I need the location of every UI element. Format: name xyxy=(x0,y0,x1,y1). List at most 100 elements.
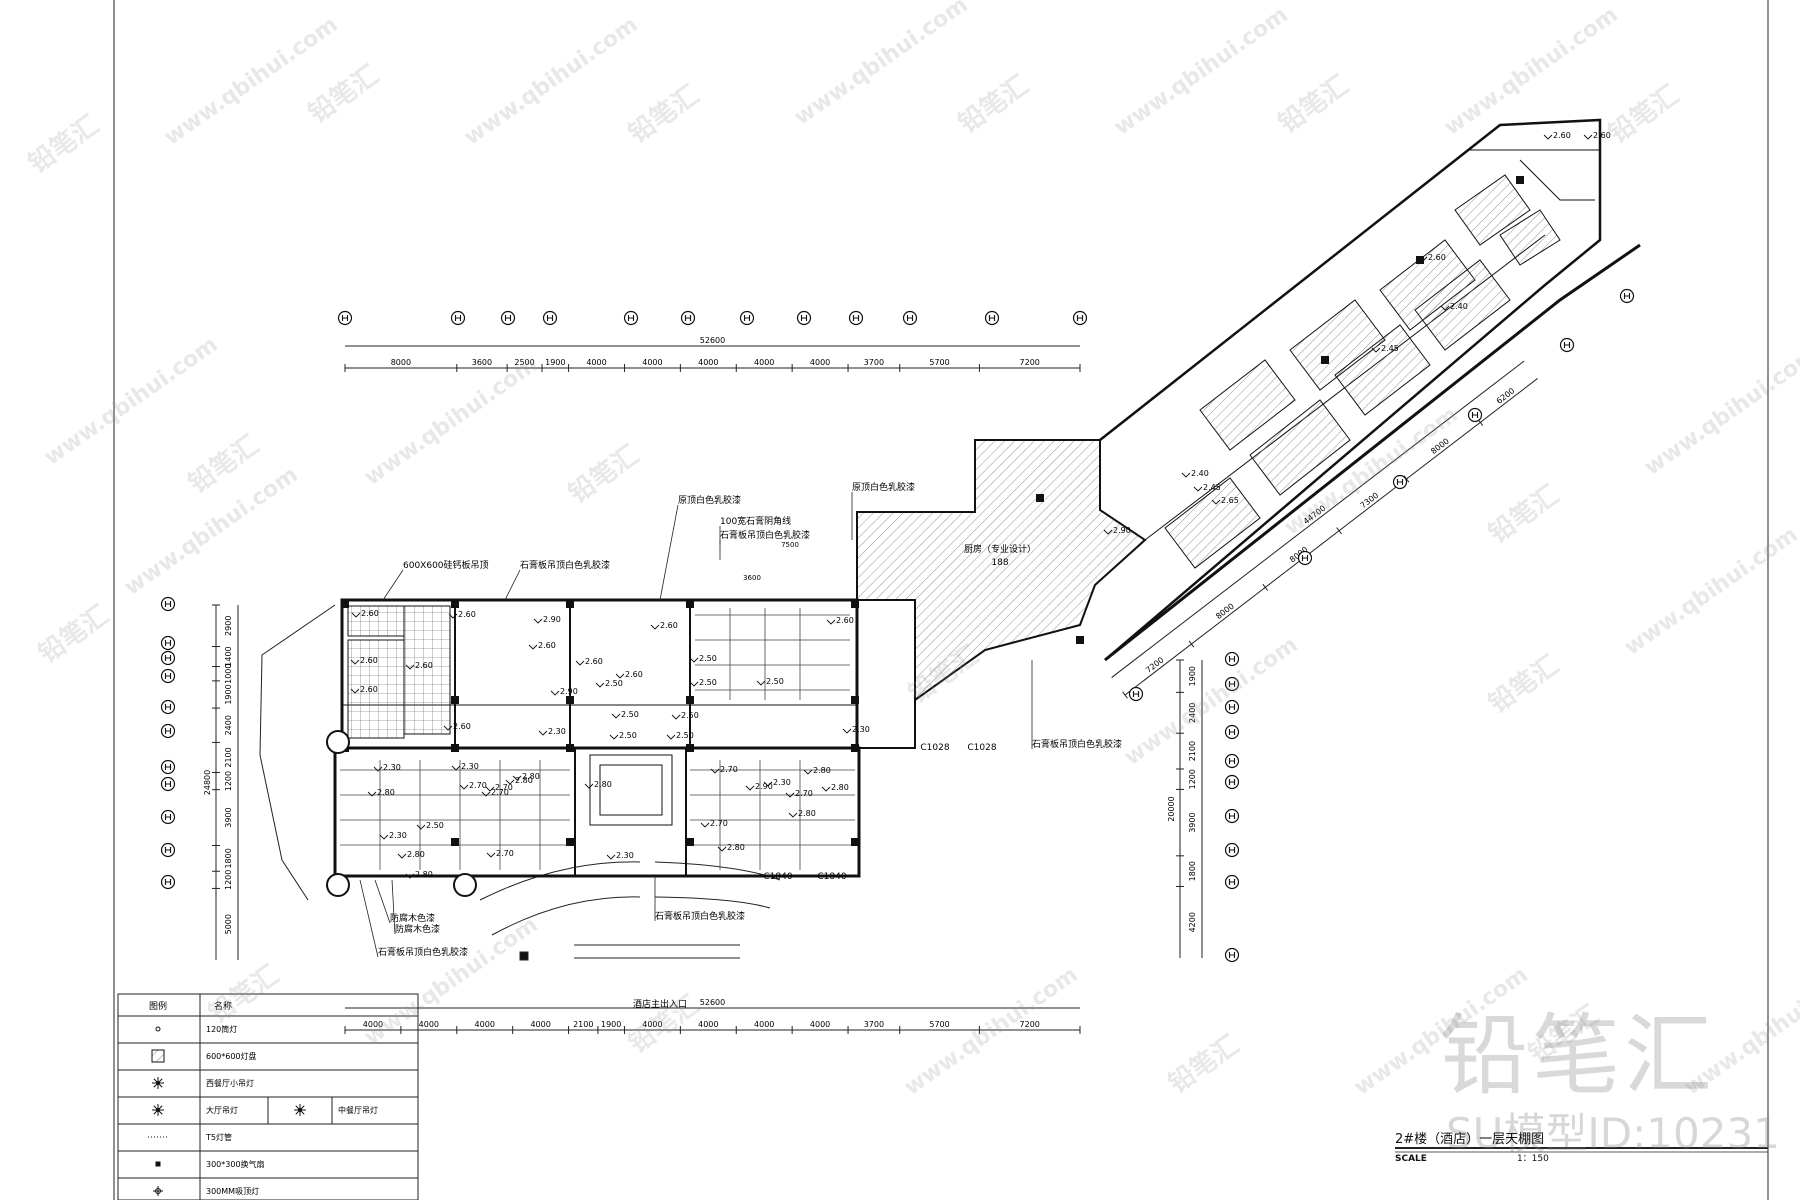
structural-column xyxy=(566,838,574,846)
annotation: 原顶白色乳胶漆 xyxy=(851,481,915,540)
ceiling-height-value: 2.60 xyxy=(625,670,643,679)
grid-axis-bubble xyxy=(1224,676,1240,692)
grid-axis-bubble xyxy=(1128,686,1144,702)
ceiling-height-mark: 2.80 xyxy=(821,783,849,792)
annotation: 石膏板吊顶白色乳胶漆 xyxy=(504,559,610,601)
ceiling-height-mark: 2.50 xyxy=(756,677,784,686)
structural-column xyxy=(451,600,459,608)
watermark-model-id: SU模型ID:10231 xyxy=(1446,1109,1780,1158)
grid-axis-bubble xyxy=(1072,310,1088,326)
ceiling-height-value: 2.60 xyxy=(585,657,603,666)
ceiling-height-value: 2.80 xyxy=(594,780,612,789)
grid-axis-bubble xyxy=(500,310,516,326)
ceiling-height-value: 2.50 xyxy=(619,731,637,740)
ceiling-height-value: 2.70 xyxy=(720,765,738,774)
ceiling-height-value: 2.60 xyxy=(361,609,379,618)
grid-axis-bubble xyxy=(623,310,639,326)
dimension-total: 52600 xyxy=(700,336,725,345)
dimension-value: 7200 xyxy=(1020,358,1040,367)
ceiling-height-value: 2.50 xyxy=(699,654,717,663)
structural-column xyxy=(1416,256,1424,264)
annotation-leaders: 600X600硅钙板吊顶石膏板吊顶白色乳胶漆原顶白色乳胶漆100宽石膏阴角线石膏… xyxy=(359,481,1122,1010)
grid-axis-bubble xyxy=(680,310,696,326)
dimension-value: 4000 xyxy=(419,1020,439,1029)
structural-column xyxy=(1516,176,1524,184)
grid-axis-bubbles xyxy=(160,288,1635,963)
dimension-total: 20000 xyxy=(1167,796,1176,821)
ceiling-height-mark: 2.80 xyxy=(512,772,540,781)
ceiling-height-mark: 2.80 xyxy=(405,870,433,879)
ceiling-height-mark: 2.50 xyxy=(671,711,699,720)
ceiling-height-value: 2.30 xyxy=(548,727,566,736)
dimension-value: 3900 xyxy=(224,807,233,827)
structural-column xyxy=(1036,494,1044,502)
square-fan-icon xyxy=(155,1161,161,1167)
legend-item-name: 西餐厅小吊灯 xyxy=(206,1078,254,1088)
dimension-value: 1800 xyxy=(224,848,233,868)
kitchen-area xyxy=(856,439,1147,702)
dimension-value: 1900 xyxy=(545,358,565,367)
ceiling-height-value: 2.80 xyxy=(727,843,745,852)
dimension-value: 4000 xyxy=(475,1020,495,1029)
hatched-panel-icon xyxy=(151,1049,165,1063)
ceiling-height-value: 2.40 xyxy=(1450,302,1468,311)
ceiling-height-mark: 2.65 xyxy=(1211,496,1239,505)
dimension-value: 2100 xyxy=(224,747,233,767)
grid-axis-bubble xyxy=(160,635,176,651)
dimension-value: 4000 xyxy=(642,358,662,367)
ceiling-height-mark: 2.80 xyxy=(505,776,533,785)
corner-tower xyxy=(453,873,477,897)
annotation-text: C1028 xyxy=(920,743,949,753)
ceiling-height-mark: 2.60 xyxy=(650,621,678,630)
structural-column xyxy=(451,838,459,846)
structural-columns xyxy=(326,176,1524,897)
legend-item-name: 600*600灯盘 xyxy=(206,1051,257,1061)
grid-axis-bubble xyxy=(160,809,176,825)
ceiling-height-mark: 2.90 xyxy=(550,687,578,696)
dimension-value: 4000 xyxy=(810,358,830,367)
dimension-value: 2500 xyxy=(514,358,534,367)
ceiling-height-value: 2.30 xyxy=(383,763,401,772)
ceiling-height-mark: 2.60 xyxy=(405,661,433,670)
legend-item-name: T5灯管 xyxy=(205,1132,232,1142)
dimension-value: 1000 xyxy=(224,664,233,684)
annotation-text: 石膏板吊顶白色乳胶漆 xyxy=(378,946,468,958)
dimension-value: 5700 xyxy=(929,1020,949,1029)
corner-tower xyxy=(326,730,350,754)
ceiling-height-mark: 2.60 xyxy=(443,722,471,731)
legend-header-name: 名称 xyxy=(214,1000,232,1012)
grid-axis-bubble xyxy=(160,650,176,666)
ceiling-height-value: 2.70 xyxy=(710,819,728,828)
grid-axis-bubble xyxy=(160,874,176,890)
ceiling-height-mark: 2.70 xyxy=(700,819,728,828)
ceiling-height-mark: 2.60 xyxy=(826,616,854,625)
watermark-brand-large: 铅笔汇 xyxy=(1440,1004,1717,1107)
ceiling-height-mark: 2.50 xyxy=(609,731,637,740)
structural-column xyxy=(851,600,859,608)
dimension-value: 7500 xyxy=(781,541,799,549)
legend-item-name: 300*300换气扇 xyxy=(206,1159,265,1169)
ceiling-height-value: 2.50 xyxy=(621,710,639,719)
ceiling-height-value: 2.50 xyxy=(681,711,699,720)
scale-value: 1：150 xyxy=(1516,1154,1549,1164)
chandelier-icon xyxy=(152,1104,164,1116)
annotation: 600X600硅钙板吊顶 xyxy=(382,559,489,601)
annotation-text: 防腐木色漆 xyxy=(390,912,435,924)
ceiling-height-mark: 2.80 xyxy=(803,766,831,775)
grid-axis-bubble xyxy=(1224,874,1240,890)
annotation: 防腐木色漆 xyxy=(391,879,440,935)
ceiling-height-mark: 2.60 xyxy=(351,609,379,618)
dimension-value: 1200 xyxy=(224,870,233,890)
grid-axis-bubble xyxy=(1297,550,1313,566)
scale-label: SCALE xyxy=(1395,1154,1427,1164)
ceiling-height-mark: 2.80 xyxy=(584,780,612,789)
grid-axis-bubble xyxy=(1224,724,1240,740)
dimension-value: 1800 xyxy=(1188,861,1197,881)
cross-light-icon xyxy=(153,1186,163,1196)
ceiling-height-value: 2.60 xyxy=(1593,131,1611,140)
legend-header-symbol: 图例 xyxy=(149,1000,167,1012)
ceiling-height-mark: 2.50 xyxy=(416,821,444,830)
ceiling-height-value: 2.60 xyxy=(1428,253,1446,262)
annotation: 石膏板吊顶白色乳胶漆 xyxy=(1031,660,1122,750)
